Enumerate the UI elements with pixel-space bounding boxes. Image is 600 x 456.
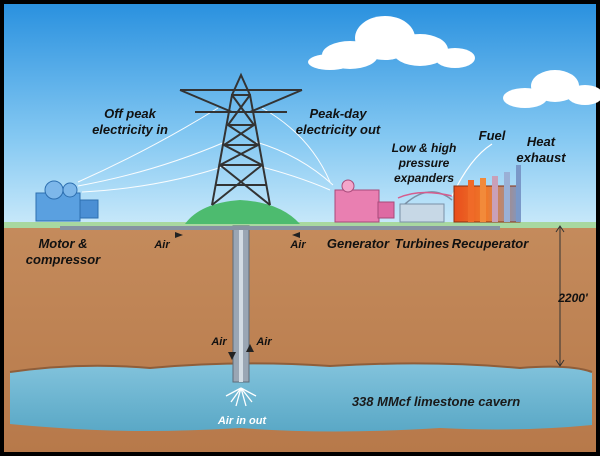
cloud-right xyxy=(503,70,600,108)
cavern-ceiling xyxy=(9,362,593,373)
generator-icon xyxy=(334,179,395,223)
power-lines xyxy=(77,107,334,193)
air-pipe xyxy=(60,226,500,230)
air-burst-icon xyxy=(225,387,257,407)
air-label-right: Air xyxy=(289,239,306,251)
depth-dimension xyxy=(555,225,565,367)
limestone-cavern xyxy=(10,363,592,432)
peak-day-label-line1: Peak-day xyxy=(309,106,367,121)
air-flow-arrows xyxy=(175,232,300,360)
grass-mound xyxy=(185,200,300,224)
air-shaft-core xyxy=(239,226,243,382)
motor-label-line1: Motor & xyxy=(38,236,87,251)
peak-day-label-line2: electricity out xyxy=(296,122,381,137)
expanders-label-line1: Low & high xyxy=(392,141,457,155)
cavern-label: 338 MMcf limestone cavern xyxy=(352,394,520,409)
air-down-label-left: Air xyxy=(210,336,227,348)
expanders-label-line3: expanders xyxy=(394,171,454,185)
air-label-left: Air xyxy=(153,239,170,251)
recuperator-label: Recuperator xyxy=(452,236,530,251)
generator-label: Generator xyxy=(327,236,390,251)
air-in-out-label: Air in out xyxy=(217,415,268,427)
off-peak-label-line1: Off peak xyxy=(104,106,157,121)
heat-exhaust-label-line1: Heat xyxy=(527,134,556,149)
expanders-label-line2: pressure xyxy=(398,156,450,170)
cloud-top xyxy=(308,16,475,70)
turbines-label: Turbines xyxy=(395,236,450,251)
heat-exhaust-label-line2: exhaust xyxy=(516,150,566,165)
off-peak-label-line2: electricity in xyxy=(92,122,168,137)
motor-compressor-icon xyxy=(35,180,99,222)
recuperator-icon xyxy=(453,165,521,223)
fuel-label: Fuel xyxy=(479,128,506,143)
turbines-icon xyxy=(397,191,453,223)
transmission-tower-icon xyxy=(179,72,303,206)
motor-label-line2: compressor xyxy=(26,252,101,267)
air-down-label-right: Air xyxy=(255,336,272,348)
depth-label: 2200' xyxy=(557,291,589,305)
ground-surface xyxy=(4,222,596,228)
